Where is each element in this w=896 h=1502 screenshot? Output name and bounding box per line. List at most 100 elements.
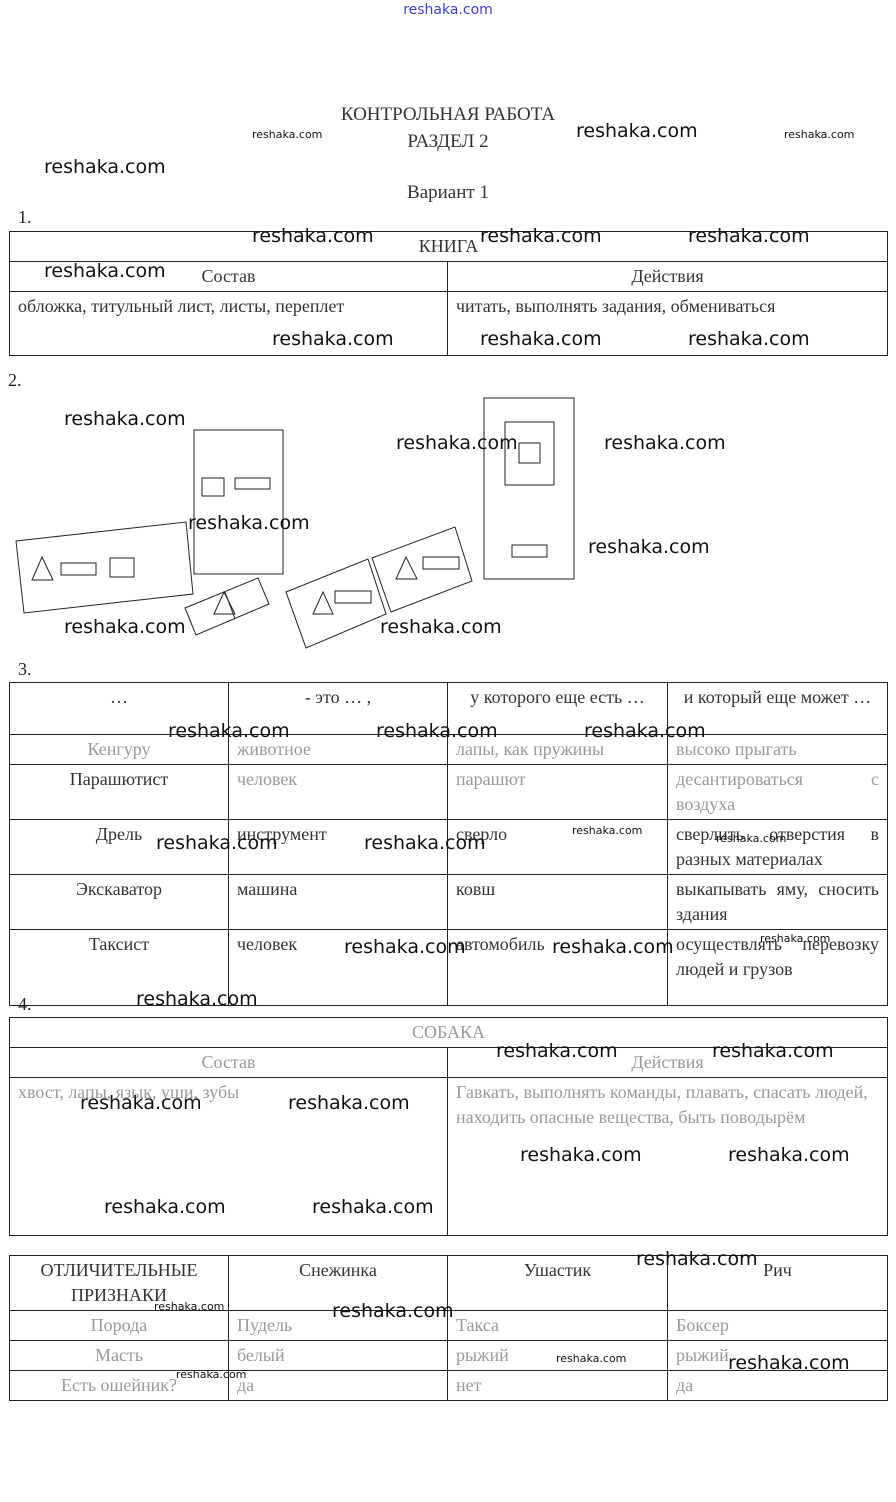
task3-cell: человек — [228, 929, 448, 1006]
task3-cell: Парашютист — [9, 764, 229, 820]
watermark: reshaka.com — [80, 1092, 202, 1114]
watermark: reshaka.com — [480, 225, 602, 247]
task5-cell: Такса — [447, 1310, 668, 1341]
task3-cell: Таксист — [9, 929, 229, 1006]
watermark: reshaka.com — [168, 720, 290, 742]
table-row: Таксист человек автомобиль осуществлять … — [9, 929, 888, 1006]
watermark: reshaka.com — [784, 128, 855, 141]
diagram-small-rect — [234, 477, 271, 490]
task3-cell: лапы, как пружины — [447, 734, 668, 765]
watermark: reshaka.com — [584, 720, 706, 742]
watermark: reshaka.com — [480, 328, 602, 350]
diagram-small-square — [201, 477, 225, 497]
diagram-rect — [60, 562, 97, 576]
table-row: Экскаватор машина ковш выкапывать яму, с… — [9, 874, 888, 930]
page-title: КОНТРОЛЬНАЯ РАБОТА — [340, 104, 556, 125]
task5-cell: Есть ошейник? — [9, 1370, 229, 1401]
diagram-triangle — [213, 590, 236, 615]
task4-table: СОБАКА Состав Действия хвост, лапы, язык… — [8, 1017, 889, 1236]
watermark: reshaka.com — [156, 832, 278, 854]
watermark: reshaka.com — [44, 260, 166, 282]
watermark: reshaka.com — [716, 832, 787, 845]
diagram-square — [109, 557, 135, 578]
watermark: reshaka.com — [760, 932, 831, 945]
task3-cell: десантироваться с воздуха — [667, 764, 888, 820]
table-row: Есть ошейник? да нет да — [9, 1370, 888, 1401]
watermark: reshaka.com — [64, 616, 186, 638]
diagram-tall-rect — [483, 397, 575, 580]
watermark: reshaka.com — [728, 1144, 850, 1166]
task5-table: ОТЛИЧИТЕЛЬНЫЕ ПРИЗНАКИ Снежинка Ушастик … — [9, 1255, 888, 1401]
watermark: reshaka.com — [604, 432, 726, 454]
watermark: reshaka.com — [688, 225, 810, 247]
task2-number: 2. — [8, 370, 22, 390]
task5-cell: Пудель — [228, 1310, 448, 1341]
watermark: reshaka.com — [636, 1248, 758, 1270]
diagram-small-tilted-rect — [184, 577, 270, 636]
diagram-tilted-rect — [15, 521, 194, 614]
task1-col-header: Состав — [9, 261, 448, 292]
watermark: reshaka.com — [556, 1352, 627, 1365]
task4-number: 4. — [18, 994, 32, 1014]
watermark: reshaka.com — [576, 120, 698, 142]
diagram-triangle — [312, 590, 334, 615]
task4-cell: хвост, лапы, язык, уши, зубы — [9, 1077, 448, 1236]
task3-cell: сверлить отверстия в разных материалах — [667, 819, 888, 875]
task4-cell: Гавкать, выполнять команды, плавать, спа… — [446, 1077, 889, 1236]
task3-cell: автомобиль — [447, 929, 668, 1006]
watermark: reshaka.com — [688, 328, 810, 350]
task3-cell: машина — [228, 874, 448, 930]
diagram-rect — [422, 556, 460, 570]
task1-number: 1. — [18, 207, 32, 227]
task3-cell: парашют — [447, 764, 668, 820]
watermark: reshaka.com — [520, 1144, 642, 1166]
table-row: Кенгуру животное лапы, как пружины высок… — [9, 734, 888, 765]
watermark: reshaka.com — [136, 988, 258, 1010]
watermark: reshaka.com — [188, 512, 310, 534]
task5-cell: Боксер — [667, 1310, 888, 1341]
task3-cell: Экскаватор — [9, 874, 229, 930]
section-title: РАЗДЕЛ 2 — [407, 131, 489, 152]
watermark: reshaka.com — [252, 225, 374, 247]
task5-header: Ушастик — [447, 1255, 668, 1311]
watermark: reshaka.com — [104, 1196, 226, 1218]
task4-col-header: Состав — [9, 1047, 448, 1078]
task1-col-header: Действия — [446, 261, 889, 292]
task3-cell: высоко прыгать — [667, 734, 888, 765]
watermark: reshaka.com — [288, 1092, 410, 1114]
diagram-small-square — [518, 442, 541, 464]
task3-cell: животное — [228, 734, 448, 765]
diagram-tilted-rect — [371, 526, 473, 613]
site-link[interactable]: reshaka.com — [403, 2, 493, 18]
task5-header: ОТЛИЧИТЕЛЬНЫЕ ПРИЗНАКИ — [9, 1255, 229, 1311]
watermark: reshaka.com — [272, 328, 394, 350]
task5-cell: нет — [447, 1370, 668, 1401]
task3-cell: сверло — [447, 819, 668, 875]
watermark: reshaka.com — [176, 1368, 247, 1381]
watermark: reshaka.com — [552, 936, 674, 958]
diagram-triangle — [395, 555, 418, 580]
watermark: reshaka.com — [252, 128, 323, 141]
watermark: reshaka.com — [396, 432, 518, 454]
task1-title: КНИГА — [8, 231, 889, 262]
task5-cell: Порода — [9, 1310, 229, 1341]
task1-table: КНИГА Состав Действия обложка, титульный… — [8, 231, 889, 356]
watermark: reshaka.com — [332, 1300, 454, 1322]
task5-cell: рыжий — [447, 1340, 668, 1371]
watermark: reshaka.com — [154, 1300, 225, 1313]
diagram-tilted-rect — [285, 558, 387, 649]
diagram-rect — [334, 590, 372, 604]
watermark: reshaka.com — [588, 536, 710, 558]
task4-col-header: Действия — [446, 1047, 889, 1078]
diagram-rect — [511, 544, 548, 558]
task5-cell: белый — [228, 1340, 448, 1371]
task3-cell: Дрель — [9, 819, 229, 875]
task3-table: … - это … , у которого еще есть … и кото… — [9, 682, 888, 1006]
diagram-triangle — [31, 555, 54, 581]
watermark: reshaka.com — [572, 824, 643, 837]
table-row: Порода Пудель Такса Боксер — [9, 1310, 888, 1341]
task3-cell: выкапывать яму, сносить здания — [667, 874, 888, 930]
watermark: reshaka.com — [496, 1040, 618, 1062]
watermark: reshaka.com — [376, 720, 498, 742]
task5-cell: Масть — [9, 1340, 229, 1371]
